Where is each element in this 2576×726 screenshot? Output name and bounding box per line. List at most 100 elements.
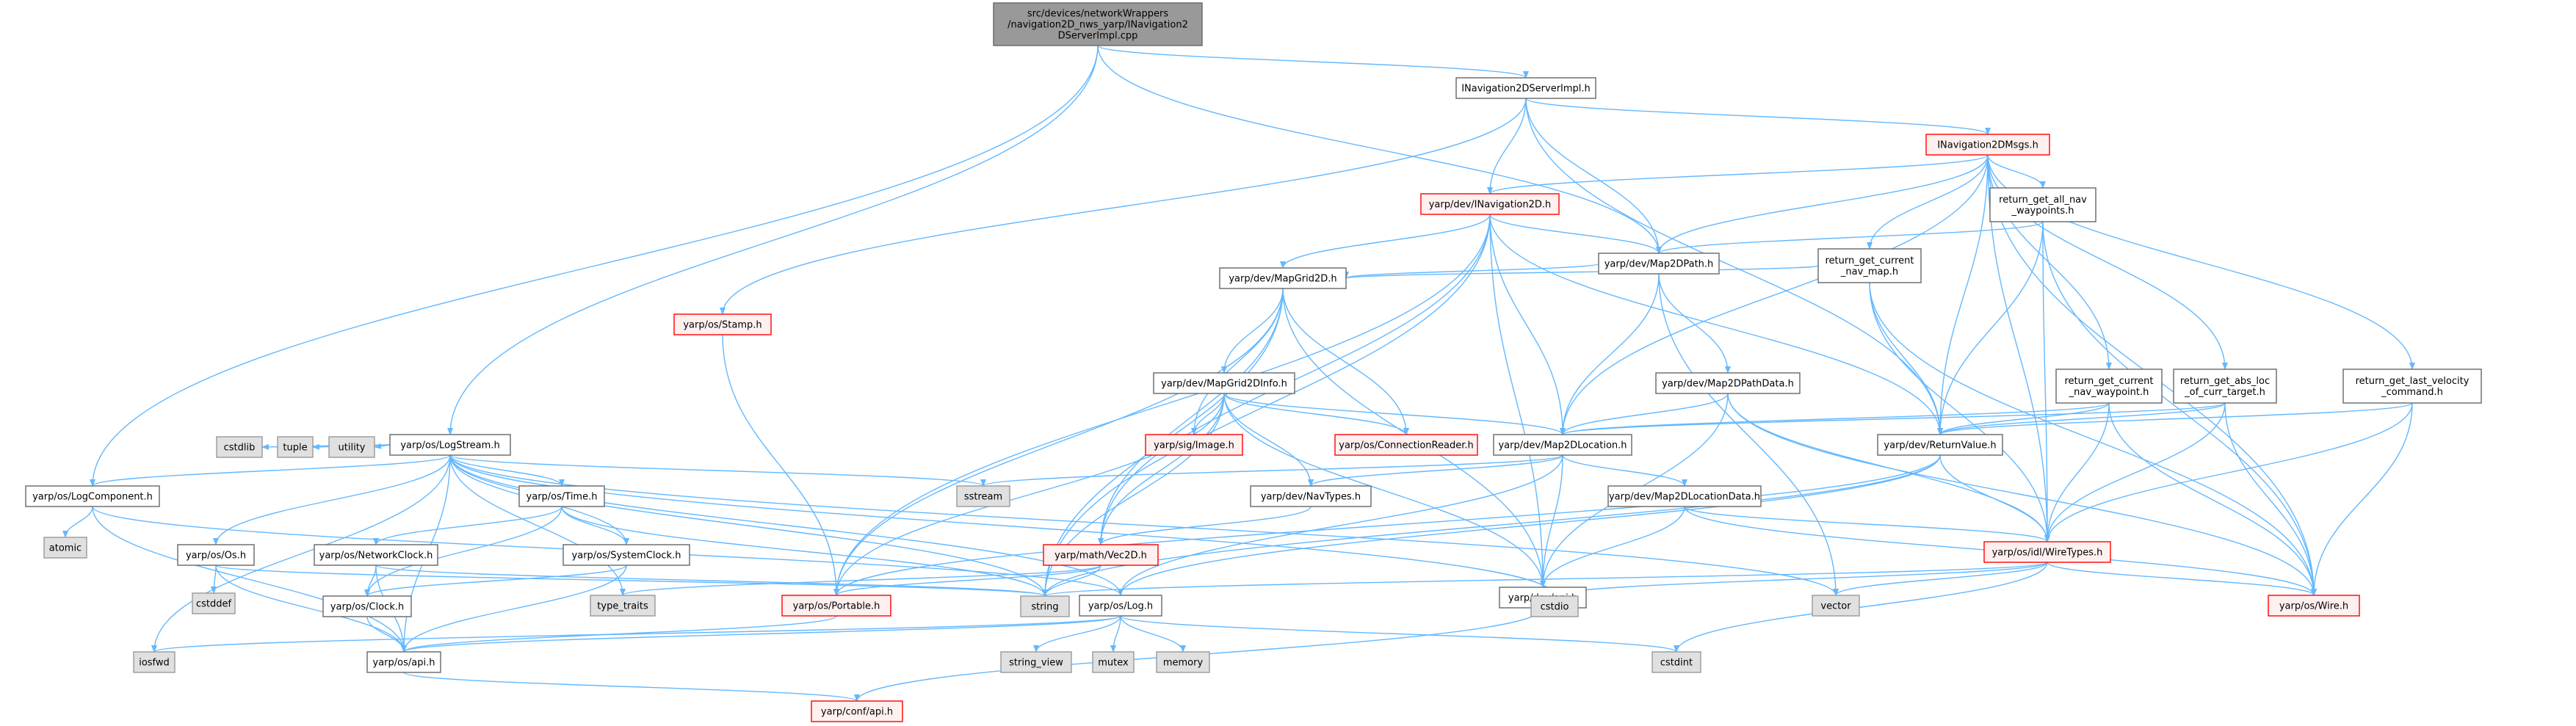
edge-ret_last_vel-to-wiretypes [2044,402,2413,542]
node-label: yarp/os/Stamp.h [683,320,761,331]
edge-mapgrid2d-to-sig_image [1191,288,1284,435]
edge-ret_all_nav_wp-to-returnvalue [1937,221,2044,435]
node-box [314,544,438,566]
node-os_os[interactable]: yarp/os/Os.h [177,544,255,566]
node-box [1983,541,2111,563]
node-map2dpathdata[interactable]: yarp/dev/Map2DPathData.h [1655,372,1801,394]
node-label: return_get_current [1826,255,1914,266]
edge-mapgrid2dinfo-to-conn_reader [1223,393,1409,435]
node-box [811,700,903,722]
node-label: DServerImpl.cpp [1058,31,1138,42]
edge-root-to-logcomponent [90,45,1099,487]
edge-inav2dmsgs-to-dev_inav2d [1487,154,1989,195]
edge-logstream-to-utility [374,443,391,449]
node-ret_all_nav_wp[interactable]: return_get_all_nav_waypoints.h [1989,187,2096,222]
edge-map2dpathdata-to-os_wire [1727,393,2317,596]
node-box [1219,267,1347,289]
node-label: vector [1820,601,1851,612]
node-box [1020,595,1070,617]
edge-logstream-to-sstream [449,454,986,487]
node-sstream: sstream [956,485,1010,507]
edge-navtypes-to-vec2d [1098,506,1311,545]
node-cstdio: cstdio [1530,595,1579,617]
node-label: yarp/dev/Map2DLocation.h [1498,440,1627,451]
node-ret_curr_nav_map[interactable]: return_get_current_nav_map.h [1817,248,1922,283]
edge-ret_curr_nav_wp-to-wiretypes [2044,402,2110,542]
node-dev_inav2d[interactable]: yarp/dev/INavigation2D.h [1420,193,1560,215]
node-ret_abs_loc[interactable]: return_get_abs_loc_of_curr_target.h [2173,369,2277,404]
node-root: src/devices/networkWrappers/navigation2D… [993,2,1203,46]
node-wiretypes[interactable]: yarp/os/idl/WireTypes.h [1983,541,2111,563]
node-box [1607,485,1762,507]
edge-ret_abs_loc-to-wiretypes [2044,402,2226,542]
node-conn_reader[interactable]: yarp/os/ConnectionReader.h [1334,434,1478,456]
node-map2dlocation[interactable]: yarp/dev/Map2DLocation.h [1493,434,1632,456]
edge-mapgrid2d-to-vec2d [1098,288,1284,545]
node-portable[interactable]: yarp/os/Portable.h [781,595,891,617]
node-os_time[interactable]: yarp/os/Time.h [518,485,605,507]
node-box [1145,434,1243,456]
edge-ret_all_nav_wp-to-map2dpath [1656,221,2044,254]
node-inav2dserverimpl[interactable]: INavigation2DServerImpl.h [1455,77,1596,99]
node-label: yarp/os/Os.h [186,551,246,562]
node-label: _command.h [2381,387,2443,398]
node-ret_last_vel[interactable]: return_get_last_velocity_command.h [2342,369,2482,404]
node-sysclock[interactable]: yarp/os/SystemClock.h [562,544,690,566]
edge-vec2d-to-portable [833,565,1101,596]
node-navtypes[interactable]: yarp/dev/NavTypes.h [1250,485,1372,507]
edge-ret_last_vel-to-returnvalue [1937,402,2413,435]
node-cstdint: cstdint [1651,651,1701,673]
node-vec2d[interactable]: yarp/math/Vec2D.h [1043,544,1159,566]
node-netclock[interactable]: yarp/os/NetworkClock.h [314,544,438,566]
node-label: INavigation2DServerImpl.h [1461,84,1591,95]
node-logstream[interactable]: yarp/os/LogStream.h [389,434,511,456]
node-os_api[interactable]: yarp/os/api.h [366,651,441,673]
node-logcomponent[interactable]: yarp/os/LogComponent.h [25,485,160,507]
edge-os_time-to-netclock [373,506,562,545]
node-map2dpath[interactable]: yarp/dev/Map2DPath.h [1598,253,1720,275]
node-box [1989,187,2096,222]
edge-sysclock-to-os_api [401,565,627,653]
edge-inav2dserverimpl-to-returnvalue [1525,98,1943,435]
node-map2dlocdata[interactable]: yarp/dev/Map2DLocationData.h [1607,485,1762,507]
edge-map2dpath-to-map2dlocation [1560,273,1660,435]
node-label: return_get_current [2065,376,2154,387]
node-inav2dmsgs[interactable]: INavigation2DMsgs.h [1925,134,2050,156]
edge-mapgrid2d-to-conn_reader [1282,288,1409,435]
edge-map2dpath-to-vector [1658,273,1839,596]
node-label: src/devices/networkWrappers [1027,9,1168,20]
node-os_log[interactable]: yarp/os/Log.h [1079,595,1162,617]
node-box [389,434,511,456]
node-label: string_view [1009,658,1063,669]
node-label: cstdio [1541,602,1569,613]
edge-mapgrid2dinfo-to-vec2d [1098,393,1225,545]
node-conf_api[interactable]: yarp/conf/api.h [811,700,903,722]
edge-map2dpath-to-mapgrid2d [1343,263,1599,279]
edge-inav2dmsgs-to-ret_curr_nav_map [1867,154,1989,250]
node-label: yarp/dev/NavTypes.h [1261,492,1361,503]
edge-os_time-to-os_clock [364,506,562,597]
edge-map2dlocation-to-map2dlocdata [1562,454,1687,487]
node-tuple: tuple [277,436,314,458]
node-label: return_get_last_velocity [2356,376,2470,387]
node-label: yarp/conf/api.h [821,707,893,718]
node-label: _waypoints.h [2011,206,2074,217]
node-ret_curr_nav_wp[interactable]: return_get_current_nav_waypoint.h [2055,369,2163,404]
edge-map2dlocation-to-navtypes [1308,454,1563,487]
node-label: utility [339,443,366,454]
node-os_wire[interactable]: yarp/os/Wire.h [2268,595,2360,617]
node-sig_image[interactable]: yarp/sig/Image.h [1145,434,1243,456]
edge-ret_curr_nav_map-to-os_wire [1869,282,2317,596]
node-os_clock[interactable]: yarp/os/Clock.h [322,595,412,617]
node-mapgrid2d[interactable]: yarp/dev/MapGrid2D.h [1219,267,1347,289]
node-label: cstddef [196,599,232,610]
node-box [956,485,1010,507]
node-cstdlib: cstdlib [216,436,263,458]
node-stamp[interactable]: yarp/os/Stamp.h [673,313,772,335]
node-label: _of_curr_target.h [2184,387,2265,398]
node-returnvalue[interactable]: yarp/dev/ReturnValue.h [1877,434,2003,456]
node-box [177,544,255,566]
node-mapgrid2dinfo[interactable]: yarp/dev/MapGrid2DInfo.h [1153,372,1295,394]
node-atomic: atomic [43,537,87,559]
